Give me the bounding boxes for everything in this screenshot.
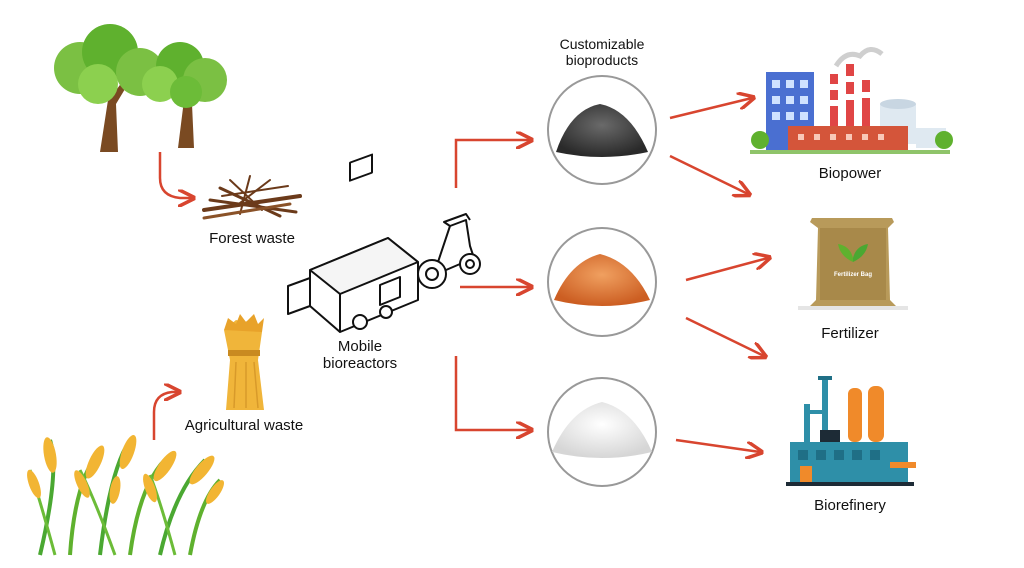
- arrow-to-black-powder: [454, 140, 530, 188]
- arrow-trees-to-forest-waste: [158, 152, 192, 198]
- biorefinery-label: Biorefinery: [814, 497, 886, 514]
- arrow-orange-to-fertilizer-2: [685, 316, 764, 356]
- fertilizer-label: Fertilizer: [821, 325, 879, 342]
- biopower-label: Biopower: [818, 165, 882, 182]
- biorefinery-icon: [786, 376, 916, 486]
- rice-plants-icon: [27, 434, 225, 556]
- trees-icon: [54, 24, 227, 152]
- agricultural-waste-label: Agricultural waste: [184, 417, 304, 434]
- bag-label: Fertilizer Bag: [834, 272, 872, 278]
- forest-waste-label: Forest waste: [209, 230, 295, 247]
- arrow-black-to-biopower-2: [669, 154, 748, 194]
- mobile-line-2: bioreactors: [322, 355, 398, 372]
- black-powder-icon: [547, 75, 657, 185]
- fertilizer-bag-icon: Fertilizer Bag: [798, 218, 908, 310]
- branches-icon: [202, 175, 302, 220]
- customizable-line-2: bioproducts: [565, 52, 639, 68]
- customizable-bioproducts-label: Customizable bioproducts: [536, 36, 668, 68]
- wheat-sheaf-icon: [224, 314, 264, 410]
- arrow-white-to-biorefinery: [675, 438, 760, 452]
- mobile-line-1: Mobile: [337, 338, 383, 355]
- orange-powder-icon: [547, 227, 657, 337]
- flow-arrows: [152, 98, 768, 452]
- white-powder-icon: [547, 377, 657, 487]
- mobile-bioreactors-label: Mobile bioreactors: [300, 338, 420, 372]
- customizable-line-1: Customizable: [559, 36, 645, 52]
- arrow-black-to-biopower: [669, 98, 752, 120]
- arrow-to-white-powder: [454, 356, 530, 430]
- arrow-plants-to-agri-waste: [152, 392, 178, 440]
- mobile-bioreactor-icon: [287, 153, 481, 333]
- power-plant-icon: [750, 47, 953, 154]
- arrow-orange-to-fertilizer: [685, 258, 768, 282]
